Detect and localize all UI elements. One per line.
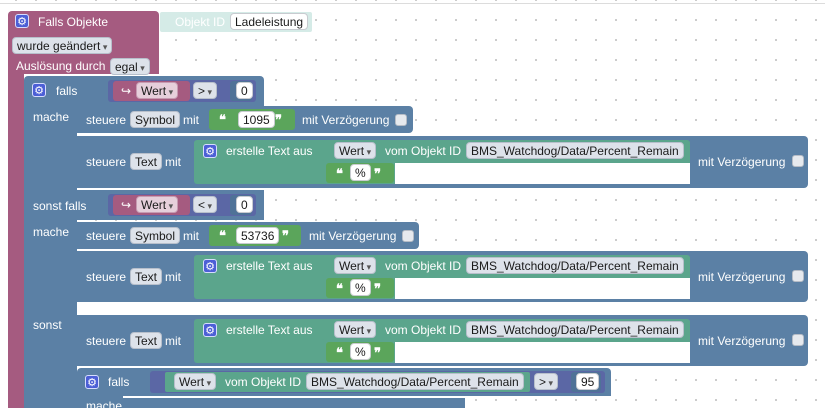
vom-objekt-label-1: vom Objekt ID [385, 144, 462, 158]
open-quote-icon: ❝ [336, 166, 343, 181]
create-text-3-label: erstelle Text aus [226, 323, 313, 337]
close-quote-icon: ❞ [374, 166, 381, 181]
if-gear-icon[interactable]: ⚙ [32, 83, 46, 97]
delay-label-2: mit Verzögerung [698, 155, 786, 169]
control-symbol-1-target[interactable]: Symbol [130, 111, 181, 128]
delay-label-1: mit Verzögerung [302, 113, 390, 127]
inner-object-path[interactable]: BMS_Watchdog/Data/Percent_Remain [306, 373, 524, 390]
object-path-2[interactable]: BMS_Watchdog/Data/Percent_Remain [466, 257, 684, 274]
control-text-1-prefix: steuere [86, 155, 127, 169]
vom-objekt-label-3: vom Objekt ID [385, 323, 462, 337]
variable-dropdown-2[interactable]: Wert [136, 196, 179, 213]
control-text-2-prefix: steuere [86, 270, 127, 284]
delay-checkbox-2[interactable] [792, 155, 804, 167]
string-value-1[interactable]: 1095 [238, 111, 275, 128]
percent-value-2[interactable]: % [350, 279, 371, 296]
wert-dropdown-3[interactable]: Wert [334, 321, 377, 338]
close-quote-icon: ❞ [374, 345, 381, 360]
inner-operator-dropdown[interactable]: > [534, 373, 559, 390]
control-text-3-target[interactable]: Text [130, 332, 163, 349]
inner-number-value[interactable]: 95 [576, 373, 600, 390]
percent-value-3[interactable]: % [350, 343, 371, 360]
ausloesung-dropdown[interactable]: egal [110, 58, 150, 75]
operator-dropdown-2[interactable]: < [193, 196, 218, 213]
inner-statement-partial[interactable] [123, 398, 465, 408]
sonst-label: sonst [33, 318, 62, 332]
wert-dropdown-1[interactable]: Wert [334, 142, 377, 159]
delay-checkbox-4[interactable] [792, 270, 804, 282]
control-symbol-1-prefix: steuere [86, 113, 127, 127]
control-symbol-2-mit: mit [183, 229, 199, 243]
control-text-2-mit: mit [165, 270, 181, 284]
delay-checkbox-3[interactable] [402, 230, 414, 242]
delay-checkbox-5[interactable] [792, 334, 804, 346]
variable-arrow-icon: ↪ [121, 198, 132, 212]
objekt-id-value[interactable]: Ladeleistung [230, 13, 309, 30]
vom-objekt-label-2: vom Objekt ID [385, 259, 462, 273]
number-value-2[interactable]: 0 [236, 196, 253, 213]
variable-dropdown-1[interactable]: Wert [136, 82, 179, 99]
create-text-1-label: erstelle Text aus [226, 144, 313, 158]
ausloesung-label: Auslösung durch [16, 59, 106, 73]
wert-dropdown-2[interactable]: Wert [334, 257, 377, 274]
mache-label-2: mache [33, 225, 70, 239]
control-text-3-mit: mit [165, 334, 181, 348]
control-text-1-mit: mit [165, 155, 181, 169]
close-quote-icon: ❞ [374, 281, 381, 296]
inner-vom-objekt-label: vom Objekt ID [225, 375, 302, 389]
create-text-3-gear-icon[interactable]: ⚙ [203, 323, 217, 337]
delay-checkbox-1[interactable] [395, 114, 407, 126]
percent-value-1[interactable]: % [350, 164, 371, 181]
create-text-1-gear-icon[interactable]: ⚙ [203, 144, 217, 158]
control-symbol-2-prefix: steuere [86, 229, 127, 243]
close-quote-icon: ❞ [282, 228, 289, 243]
trigger-title: Falls Objekte [38, 15, 109, 29]
variable-arrow-icon: ↪ [121, 84, 132, 98]
canvas-top-border [0, 3, 825, 4]
delay-label-4: mit Verzögerung [698, 270, 786, 284]
control-symbol-2-target[interactable]: Symbol [130, 227, 181, 244]
string-value-2[interactable]: 53736 [236, 227, 280, 244]
operator-dropdown-1[interactable]: > [193, 82, 218, 99]
objekt-id-label: Objekt ID [175, 15, 226, 29]
trigger-block-spine [8, 70, 24, 408]
inner-wert-dropdown[interactable]: Wert [174, 373, 217, 390]
create-text-2-gear-icon[interactable]: ⚙ [203, 259, 217, 273]
delay-label-5: mit Verzögerung [698, 334, 786, 348]
control-text-3-prefix: steuere [86, 334, 127, 348]
inner-if-spine [77, 396, 123, 408]
control-symbol-1-mit: mit [183, 113, 199, 127]
open-quote-icon: ❝ [336, 345, 343, 360]
if-block-spine [24, 106, 77, 408]
number-value-1[interactable]: 0 [236, 82, 253, 99]
control-text-2-target[interactable]: Text [130, 268, 163, 285]
open-quote-icon: ❝ [336, 281, 343, 296]
open-quote-icon: ❝ [219, 228, 226, 243]
falls-label: falls [56, 84, 78, 98]
delay-label-3: mit Verzögerung [309, 229, 397, 243]
object-path-1[interactable]: BMS_Watchdog/Data/Percent_Remain [466, 142, 684, 159]
inner-mache-label: mache [86, 399, 123, 413]
inner-if-gear-icon[interactable]: ⚙ [85, 375, 99, 389]
open-quote-icon: ❝ [219, 112, 226, 127]
create-text-2-slot-bg [395, 278, 690, 299]
trigger-gear-icon[interactable]: ⚙ [15, 14, 29, 28]
close-quote-icon: ❞ [275, 112, 282, 127]
mache-label: mache [33, 110, 70, 124]
create-text-2-label: erstelle Text aus [226, 259, 313, 273]
create-text-1-slot-bg [395, 163, 690, 184]
event-dropdown[interactable]: wurde geändert [12, 37, 113, 54]
control-text-1-target[interactable]: Text [130, 153, 163, 170]
inner-falls-label: falls [108, 375, 130, 389]
create-text-3-slot-bg [395, 342, 690, 363]
object-path-3[interactable]: BMS_Watchdog/Data/Percent_Remain [466, 321, 684, 338]
sonst-falls-label: sonst falls [33, 199, 87, 213]
